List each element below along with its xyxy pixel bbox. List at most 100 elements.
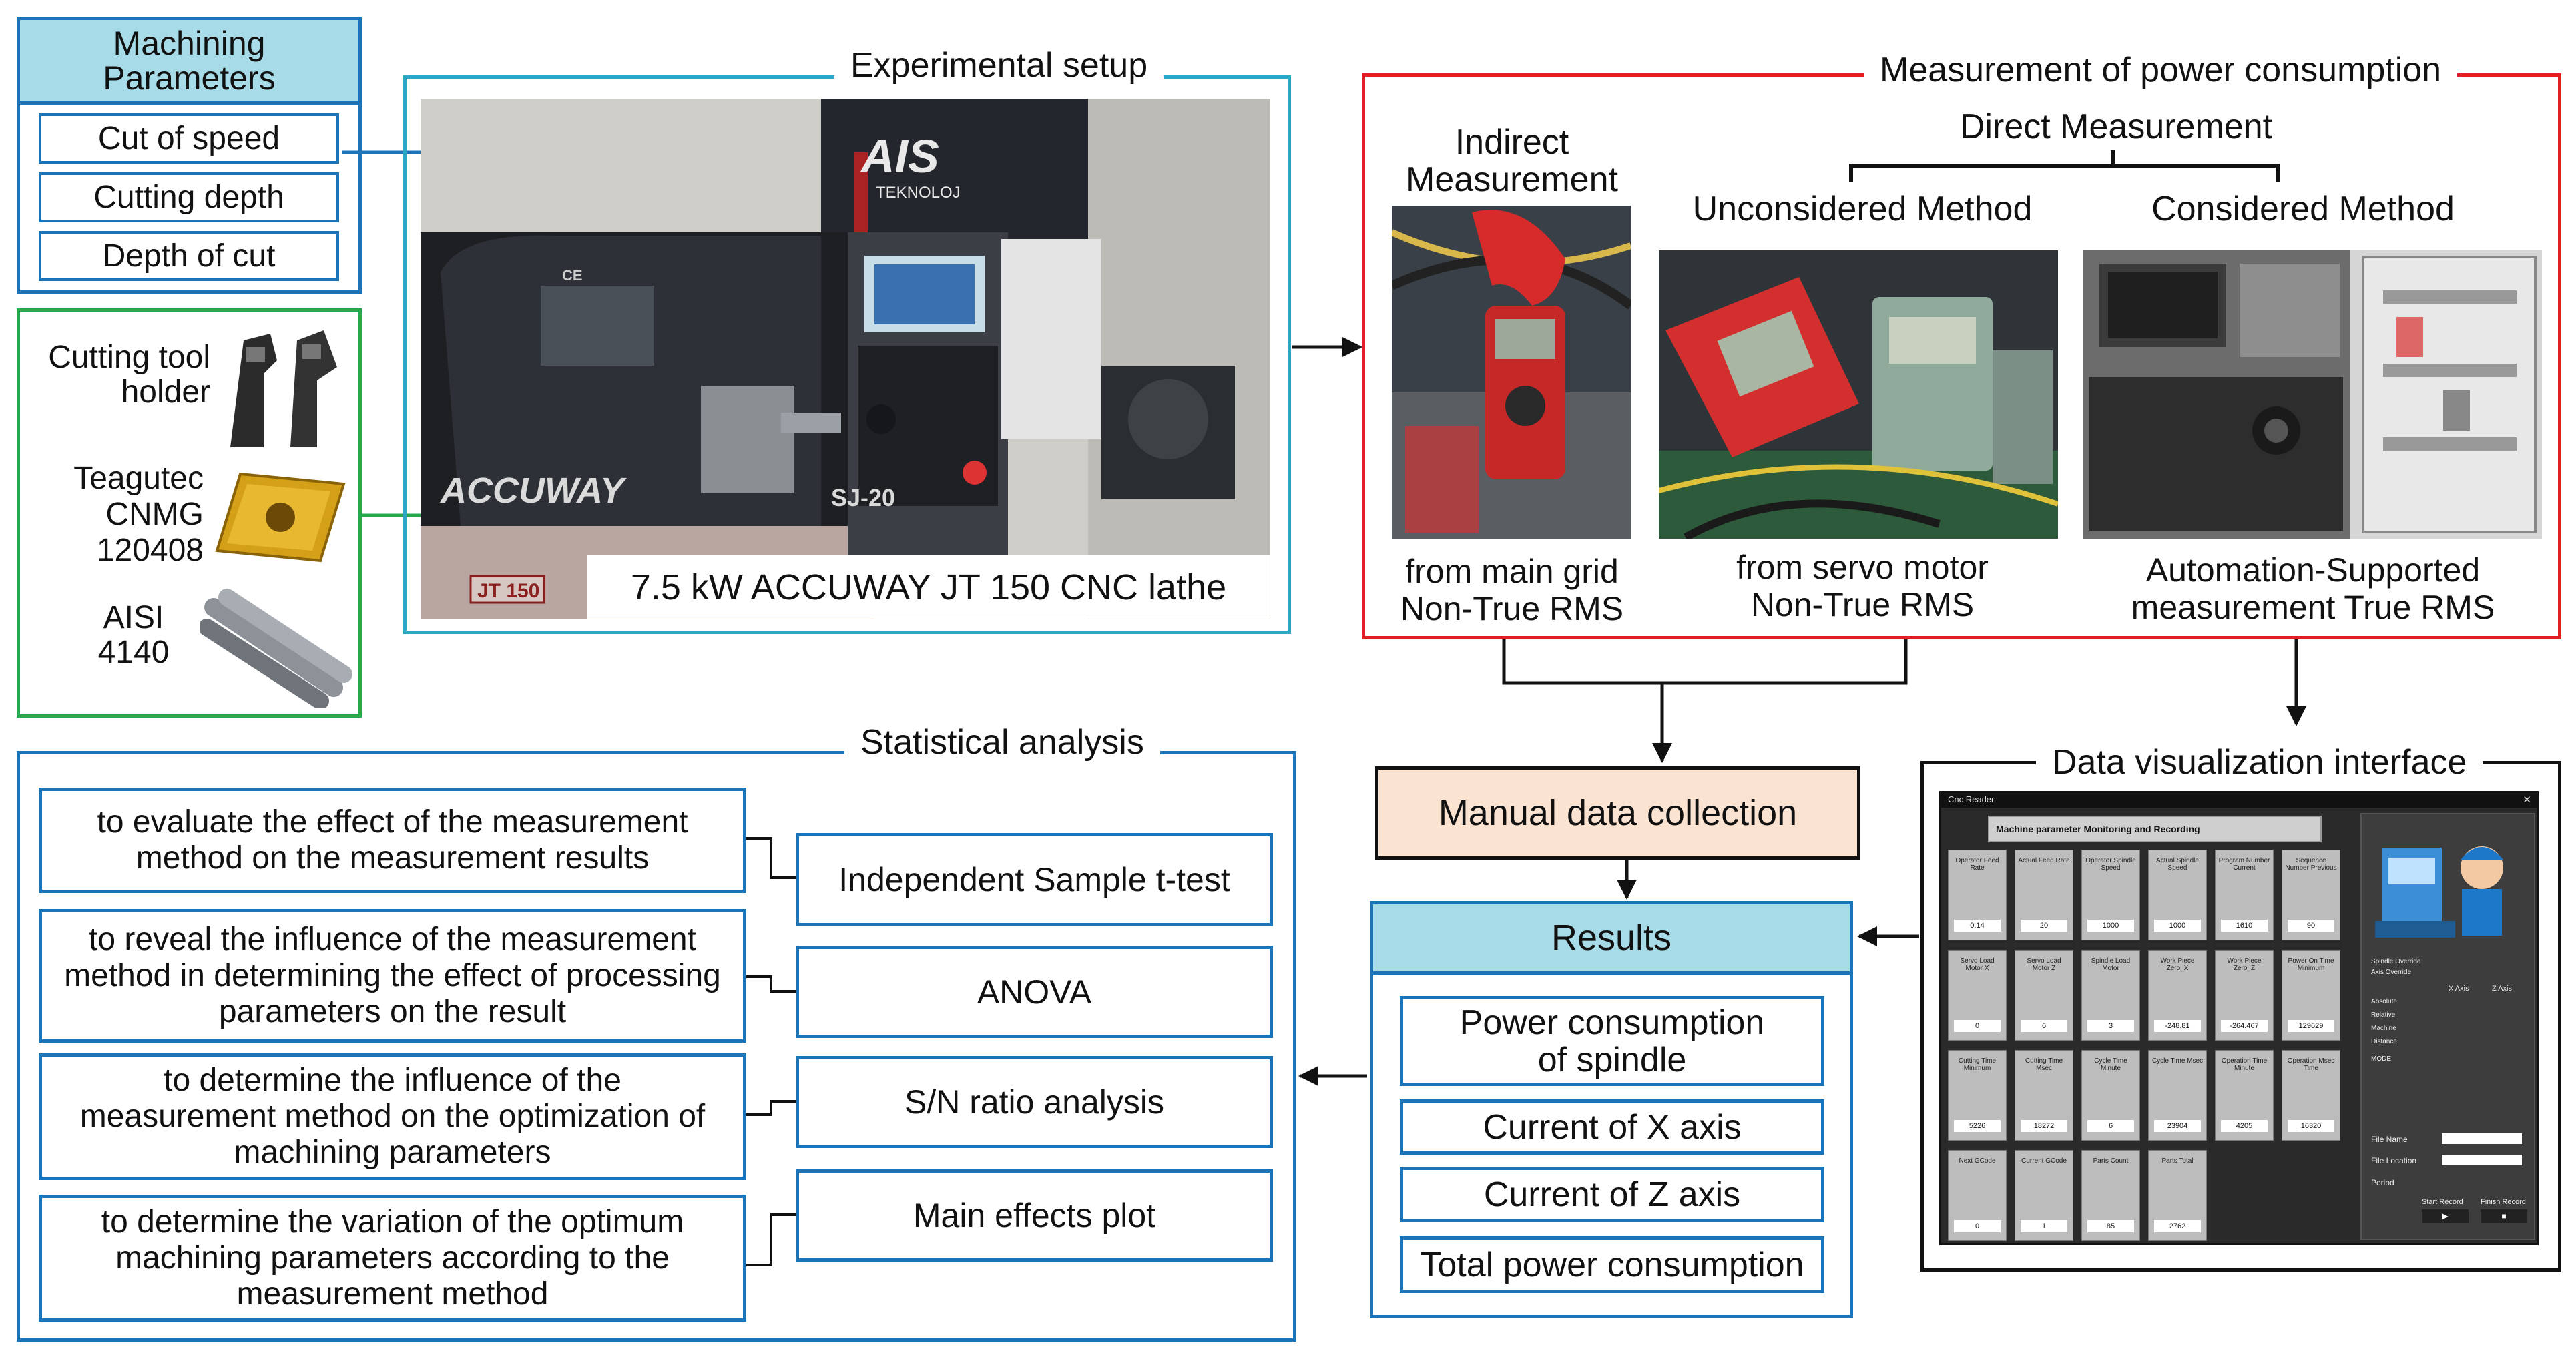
dv-tile-label: Current GCode <box>2021 1157 2067 1165</box>
dv-tile-value: 1 <box>2021 1220 2067 1232</box>
x-axis-label: X Axis <box>2449 985 2469 993</box>
stat-purpose-3: to determine the influence of the measur… <box>39 1053 746 1180</box>
dv-tile-label: Servo Load Motor X <box>1960 957 1995 972</box>
lathe-caption-box: 7.5 kW ACCUWAY JT 150 CNC lathe <box>587 555 1270 619</box>
direct-measurement-label: Direct Measurement <box>1959 107 2273 146</box>
dv-tile-value: -248.81 <box>2154 1020 2201 1032</box>
poster-brand-text: AIS <box>860 130 939 182</box>
operator-illustration <box>2375 846 2503 938</box>
dv-tile-value: 23904 <box>2154 1120 2201 1132</box>
dv-side-label: Distance <box>2371 1038 2397 1045</box>
dv-tile-label: Work Piece Zero_Z <box>2227 957 2262 972</box>
monitor-header: Machine parameter Monitoring and Recordi… <box>1988 816 2322 842</box>
material-insert-label: Teagutec CNMG 120408 <box>73 461 204 568</box>
unconsidered-caption: from servo motor Non-True RMS <box>1736 549 1989 623</box>
dv-tile-label: Cycle Time Msec <box>2151 1057 2204 1065</box>
dv-tile-label: Cycle Time Minute <box>2094 1057 2127 1072</box>
cnc-reader-title: Cnc Reader <box>1948 794 1995 804</box>
manual-data-collection-box: Manual data collection <box>1375 766 1860 860</box>
start-record-button[interactable]: ▶ <box>2422 1209 2469 1223</box>
dv-side-label: Axis Override <box>2371 969 2412 976</box>
indirect-measurement-label: Indirect Measurement <box>1406 123 1618 199</box>
dv-tile-value: 1000 <box>2087 920 2134 932</box>
automation-photo <box>2083 250 2542 539</box>
direct-bracket <box>1849 150 2280 182</box>
cnc-lathe-drawing: ACCUWAY SJ-20 JT 150 CE AIS TEKNOLOJ <box>421 99 1270 619</box>
dv-side-label: Absolute <box>2371 998 2397 1005</box>
data-visualization-title: Data visualization interface <box>2036 742 2483 782</box>
considered-caption: Automation-Supported measurement True RM… <box>2131 551 2495 626</box>
dv-tile-value: 18272 <box>2021 1120 2067 1132</box>
dv-tile-label: Cutting Time Msec <box>2025 1057 2063 1072</box>
tool-holder-image <box>230 330 337 447</box>
servo-multimeter-photo <box>1659 250 2058 539</box>
finish-record-button[interactable]: ■ <box>2481 1209 2527 1223</box>
manual-data-collection-label: Manual data collection <box>1438 793 1798 833</box>
machine-plate-text: JT 150 <box>477 580 539 602</box>
material-aisi-label: AISI 4140 <box>97 600 170 670</box>
statistical-analysis-panel <box>17 751 1296 1342</box>
stat-link-4 <box>746 1213 796 1266</box>
stat-link-1 <box>746 837 796 879</box>
file-name-label: File Name <box>2371 1135 2408 1144</box>
dv-tile: Next GCode 0 <box>1948 1150 2007 1241</box>
dv-tile-label: Power On Time Minimum <box>2288 957 2334 972</box>
stat-link-2 <box>746 975 796 993</box>
dv-tile-label: Parts Total <box>2161 1157 2194 1165</box>
dv-tile-label: Next GCode <box>1959 1157 1996 1165</box>
machining-parameters-title-box: Machining Parameters <box>17 17 362 105</box>
result-total-power: Total power consumption <box>1400 1236 1824 1293</box>
period-label: Period <box>2371 1178 2394 1187</box>
experimental-setup-title: Experimental setup <box>834 45 1164 85</box>
dv-tile-value: 3 <box>2087 1020 2134 1032</box>
dv-tile: Cutting Time Msec 18272 <box>2015 1050 2073 1141</box>
result-spindle-power: Power consumption of spindle <box>1400 996 1824 1086</box>
dv-tile-label: Sequence Number Previous <box>2285 857 2337 872</box>
finish-record-label: Finish Record <box>2481 1198 2526 1206</box>
indirect-caption: from main grid Non-True RMS <box>1400 553 1624 627</box>
dv-tile-value: 0 <box>1954 1020 2001 1032</box>
considered-method-label: Considered Method <box>2151 190 2455 228</box>
link-manual-merge <box>1502 639 1908 761</box>
stat-method-3: S/N ratio analysis <box>796 1056 1273 1148</box>
dv-tile-value: 0 <box>1954 1220 2001 1232</box>
dv-tile-value: -264.467 <box>2221 1020 2268 1032</box>
cnc-reader-titlebar: Cnc Reader ✕ <box>1941 793 2537 808</box>
dv-tile-value: 1610 <box>2221 920 2268 932</box>
file-location-input[interactable] <box>2442 1155 2522 1165</box>
dv-tile-value: 20 <box>2021 920 2067 932</box>
stat-purpose-4: to determine the variation of the optimu… <box>39 1195 746 1322</box>
dv-tile-label: Parts Count <box>2093 1157 2129 1165</box>
dv-tile-value: 129629 <box>2288 1020 2334 1032</box>
z-axis-label: Z Axis <box>2492 985 2512 993</box>
material-tool-holder-label: Cutting tool holder <box>48 340 210 410</box>
dv-side-label: Spindle Override <box>2371 958 2421 965</box>
lathe-caption: 7.5 kW ACCUWAY JT 150 CNC lathe <box>630 567 1227 607</box>
file-name-input[interactable] <box>2442 1133 2522 1144</box>
dv-side-label: Machine <box>2371 1025 2396 1032</box>
clamp-meter-photo <box>1392 206 1631 539</box>
close-icon[interactable]: ✕ <box>2523 794 2531 806</box>
dv-tile-label: Operation Msec Time <box>2287 1057 2335 1072</box>
stat-purpose-1: to evaluate the effect of the measuremen… <box>39 788 746 893</box>
dv-tile-label: Actual Spindle Speed <box>2156 857 2199 872</box>
dv-tile-label: Servo Load Motor Z <box>2027 957 2061 972</box>
machine-brand-text: ACCUWAY <box>439 471 627 511</box>
dv-tile-value: 90 <box>2288 920 2334 932</box>
stat-method-4: Main effects plot <box>796 1169 1273 1262</box>
insert-image <box>215 472 346 563</box>
dv-tile-label: Operator Feed Rate <box>1955 857 1999 872</box>
dv-side-label: MODE <box>2371 1055 2391 1063</box>
machine-model-text: SJ-20 <box>831 484 895 511</box>
result-z-axis-current: Current of Z axis <box>1400 1167 1824 1222</box>
